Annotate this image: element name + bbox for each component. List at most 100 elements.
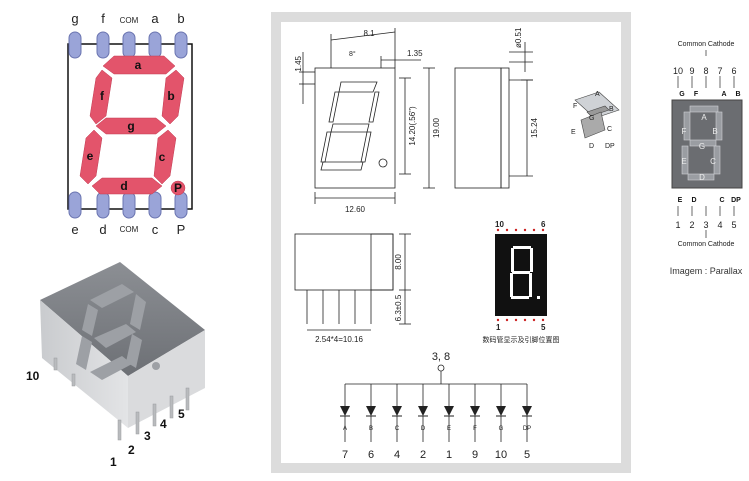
- schematic-segment-label: G: [499, 426, 504, 432]
- top-pin-number: 8: [703, 66, 708, 76]
- schematic-diodes: [340, 384, 532, 442]
- mini-segment-diagram: [574, 91, 620, 139]
- bottom-view: [294, 233, 411, 331]
- bottom-pin-number: 4: [717, 220, 722, 230]
- segment-g: [95, 117, 167, 135]
- common-cathode-svg: Common Cathode 10 9 8 7 6 G F A B: [670, 41, 743, 276]
- mini-segment-label: D: [589, 143, 594, 150]
- pin-f: [96, 31, 110, 59]
- segment-a: [102, 55, 176, 75]
- top-pin-number: 7: [717, 66, 722, 76]
- pin-g: [68, 31, 82, 59]
- schematic-diode-c: [392, 384, 402, 442]
- cc-display-segments: [681, 105, 723, 181]
- cc-segment-label: E: [681, 157, 686, 166]
- dim-label: 15.24: [530, 117, 539, 138]
- pinout-diagram-svg: g f COM a b e d COM c P a b c d e f g P: [67, 11, 193, 237]
- schematic-diode-g: [496, 384, 506, 442]
- segment-f: [89, 69, 113, 125]
- mini-segment-label: E: [571, 129, 576, 136]
- mini-segment-label: C: [607, 126, 612, 133]
- top-pin-label: COM: [120, 16, 139, 25]
- pin-e: [68, 191, 82, 219]
- pinout-diagram: g f COM a b e d COM c P a b c d e f g P: [58, 8, 208, 240]
- bottom-pin-letter: D: [691, 197, 696, 204]
- schematic-segment-label: C: [395, 426, 400, 432]
- cc-segment-label: F: [682, 127, 687, 136]
- dim-label: 8°: [349, 50, 356, 58]
- pin-a: [148, 31, 162, 59]
- top-pins: [68, 31, 188, 59]
- top-pin-letter: B: [735, 91, 740, 98]
- schematic-diode-dp: [522, 384, 532, 442]
- display-caption: 数码管显示及引脚位置图: [483, 335, 560, 344]
- top-pin-label: f: [101, 11, 105, 26]
- mini-segment-label: A: [595, 91, 600, 98]
- schematic-pin-number: 2: [420, 449, 426, 461]
- schematic-pin-number: 6: [368, 449, 374, 461]
- schematic-segment-label: DP: [523, 426, 531, 432]
- display-pin-label: 6: [541, 220, 546, 229]
- dim-label: 8.00: [394, 254, 403, 270]
- display-pin-dots: [496, 228, 545, 322]
- bottom-number-row: 1 2 3 4 5: [675, 220, 736, 230]
- dim-label: 8.1: [363, 29, 375, 38]
- bottom-pin-number: 2: [689, 220, 694, 230]
- top-pin-number: 9: [689, 66, 694, 76]
- bottom-pins: [68, 191, 188, 219]
- top-pin-letter: A: [721, 91, 726, 98]
- photo-digit: [76, 284, 160, 380]
- segment-e: [79, 129, 103, 185]
- segment-b: [161, 69, 185, 125]
- photo-pin-label: 2: [128, 443, 135, 457]
- segment-label-g: g: [127, 119, 134, 133]
- pin-p: [174, 191, 188, 219]
- schematic-pin-number: 4: [394, 449, 400, 461]
- schematic-diode-d: [418, 384, 428, 442]
- dim-label: 19.00: [432, 117, 441, 138]
- dim-label: 12.60: [345, 205, 366, 214]
- photo-pin-label: 10: [26, 369, 40, 383]
- bottom-pin-label: P: [177, 222, 186, 237]
- display-top-face: [40, 262, 205, 376]
- display-pin-label: 5: [541, 323, 546, 332]
- common-pin-label: 3, 8: [432, 351, 450, 363]
- schematic-segment-label: B: [369, 426, 373, 432]
- schematic-wiring: [345, 364, 527, 385]
- common-cathode-diagram: Common Cathode 10 9 8 7 6 G F A B: [660, 38, 749, 288]
- photo-pin-label: 1: [110, 455, 117, 469]
- cc-segment-label: C: [710, 157, 716, 166]
- datasheet-sheet: [281, 22, 621, 463]
- bottom-pin-letter: DP: [731, 197, 741, 204]
- cc-segment-label: B: [712, 127, 717, 136]
- top-pin-number: 10: [673, 66, 683, 76]
- datasheet-drawing: 8.1 1.45 1.35 8° 14.20(.56") 19.00 12.60…: [271, 12, 631, 473]
- photo-pin-label: 4: [160, 417, 167, 431]
- segment-label-a: a: [135, 58, 142, 72]
- cc-segment-label: G: [699, 142, 705, 151]
- photo-pin-label: 3: [144, 429, 151, 443]
- common-cathode-bottom-label: Common Cathode: [678, 241, 735, 248]
- cc-segment-label: A: [701, 113, 707, 122]
- display-front-face: [128, 330, 205, 428]
- schematic-segment-label: D: [421, 426, 426, 432]
- segment-label-e: e: [87, 149, 94, 163]
- schematic-segment-label: F: [473, 426, 477, 432]
- segment-label-p: P: [174, 181, 182, 195]
- display-photo-svg: 10 1 2 3 4 5: [26, 262, 205, 469]
- bottom-pin-letter: E: [678, 197, 683, 204]
- photo-pin-label: 5: [178, 407, 185, 421]
- datasheet-svg: 8.1 1.45 1.35 8° 14.20(.56") 19.00 12.60…: [271, 12, 631, 473]
- segment-label-b: b: [167, 89, 174, 103]
- dim-label: ø0.51: [514, 27, 523, 48]
- bottom-pin-number: 1: [675, 220, 680, 230]
- dim-label: 2.54*4=10.16: [315, 335, 363, 344]
- bottom-pin-label: d: [99, 222, 106, 237]
- bottom-pin-label: c: [152, 222, 159, 237]
- schematic-pin-number: 1: [446, 449, 452, 461]
- schematic-diode-a: [340, 384, 350, 442]
- pin-com-bottom: [122, 191, 136, 219]
- mini-segment-label: DP: [605, 143, 615, 150]
- top-pin-number: 6: [731, 66, 736, 76]
